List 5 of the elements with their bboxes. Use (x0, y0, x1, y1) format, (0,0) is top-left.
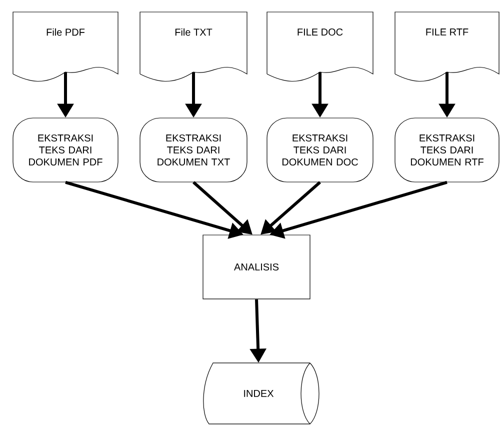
document-shape: FILE RTF (394, 12, 500, 82)
document-shape: File TXT (140, 12, 248, 82)
document-shape: File PDF (12, 12, 118, 82)
process-box: ANALISIS (202, 234, 310, 300)
document-shape: FILE DOC (266, 12, 374, 82)
